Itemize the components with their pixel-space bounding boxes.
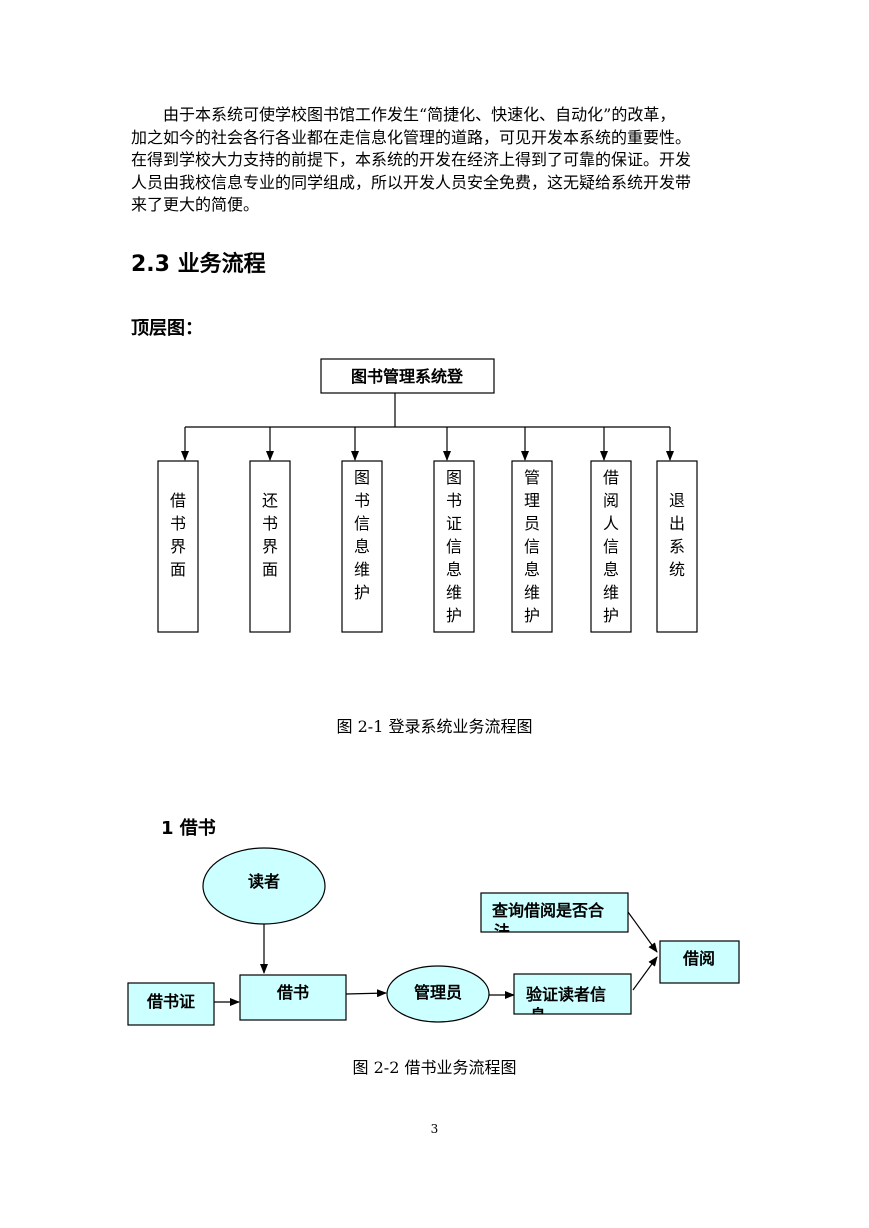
child-box-char: 信 bbox=[446, 537, 462, 556]
lend-node: 借阅 bbox=[659, 940, 740, 984]
top-diagram-label: 顶层图： bbox=[131, 318, 203, 339]
child-box-char: 维 bbox=[524, 583, 540, 602]
admin-node: 管理员 bbox=[386, 965, 490, 1023]
reader-node: 读者 bbox=[202, 847, 326, 925]
child-box-char: 息 bbox=[354, 537, 370, 556]
child-box-char: 理 bbox=[524, 491, 540, 510]
library-card-label: 借书证 bbox=[146, 992, 195, 1011]
child-box-char: 信 bbox=[354, 514, 370, 533]
child-box-char: 信 bbox=[603, 537, 619, 556]
child-box-char: 护 bbox=[603, 606, 619, 625]
intro-paragraph: 由于本系统可使学校图书馆工作发生“简捷化、快速化、自动化”的改革， 加之如今的社… bbox=[131, 104, 751, 217]
child-box-char: 护 bbox=[446, 606, 462, 625]
figure-caption-2-1: 图 2-1 登录系统业务流程图 bbox=[336, 717, 533, 736]
library-card-node: 借书证 bbox=[127, 982, 215, 1026]
child-box-char: 书 bbox=[446, 491, 462, 510]
child-box-char: 维 bbox=[354, 560, 370, 579]
section-heading: 2.3 业务流程 bbox=[131, 252, 266, 277]
child-box-char: 证 bbox=[446, 514, 462, 533]
child-box-char: 阅 bbox=[603, 491, 619, 510]
child-box-char: 借 bbox=[170, 491, 186, 510]
borrow-diagram-label: 1 借书 bbox=[161, 818, 216, 839]
child-box-char: 信 bbox=[524, 537, 540, 556]
figure-caption-2-2: 图 2-2 借书业务流程图 bbox=[352, 1058, 517, 1077]
verify-reader-label: 验证读者信 bbox=[526, 985, 606, 1004]
child-box-char: 界 bbox=[262, 537, 278, 556]
root-box: 图书管理系统登 bbox=[320, 358, 495, 394]
paragraph-line: 来了更大的简便。 bbox=[131, 195, 260, 214]
paragraph-line: 在得到学校大力支持的前提下，本系统的开发在经济上得到了可靠的保证。开发 bbox=[131, 150, 692, 169]
query-legality-label: 查询借阅是否合 bbox=[492, 901, 605, 920]
child-box-char: 出 bbox=[669, 514, 685, 533]
query-legality-node: 查询借阅是否合 法 bbox=[480, 892, 629, 941]
child-box-char: 书 bbox=[354, 491, 370, 510]
child-box-char: 界 bbox=[170, 537, 186, 556]
admin-label: 管理员 bbox=[414, 983, 462, 1002]
reader-label: 读者 bbox=[248, 872, 280, 891]
child-box-char: 统 bbox=[669, 560, 685, 579]
borrow-node: 借书 bbox=[239, 974, 347, 1021]
child-box-char: 书 bbox=[170, 514, 186, 533]
lend-label: 借阅 bbox=[682, 949, 715, 968]
top-level-diagram: 图书管理系统登 借书界面还书界面图书信息维护图书证信息维护管理员信息维护借阅人信… bbox=[157, 358, 698, 633]
child-box-char: 面 bbox=[262, 560, 278, 579]
query-legality-label-cut: 法 bbox=[494, 922, 510, 941]
child-box-char: 维 bbox=[446, 583, 462, 602]
child-box-char: 息 bbox=[446, 560, 462, 579]
child-box-char: 人 bbox=[603, 514, 619, 533]
child-box-char: 借 bbox=[603, 468, 619, 487]
child-box-char: 图 bbox=[446, 468, 462, 487]
verify-reader-label-cut: 息 bbox=[530, 1006, 546, 1025]
root-box-label: 图书管理系统登 bbox=[351, 367, 464, 386]
verify-reader-node: 验证读者信 息 bbox=[513, 973, 632, 1025]
paragraph-line: 由于本系统可使学校图书馆工作发生“简捷化、快速化、自动化”的改革， bbox=[163, 105, 676, 124]
child-box-char: 维 bbox=[603, 583, 619, 602]
child-box-char: 系 bbox=[669, 537, 685, 556]
child-box-char: 息 bbox=[603, 560, 619, 579]
child-box-char: 护 bbox=[354, 583, 370, 602]
paragraph-line: 人员由我校信息专业的同学组成，所以开发人员安全免费，这无疑给系统开发带 bbox=[131, 172, 692, 192]
borrow-flow-diagram: 读者 借书证 借书 管理员 验证读者信 息 查询借阅是否合 法 bbox=[127, 847, 740, 1026]
page-number: 3 bbox=[430, 1122, 439, 1136]
borrow-label: 借书 bbox=[276, 983, 309, 1002]
child-box-char: 图 bbox=[354, 468, 370, 487]
child-box-char: 管 bbox=[524, 468, 540, 487]
child-box-char: 护 bbox=[524, 606, 540, 625]
child-box-char: 退 bbox=[669, 491, 685, 510]
paragraph-line: 加之如今的社会各行各业都在走信息化管理的道路，可见开发本系统的重要性。 bbox=[131, 127, 692, 147]
child-box-char: 还 bbox=[262, 491, 278, 510]
child-box-char: 书 bbox=[262, 514, 278, 533]
child-box-char: 面 bbox=[170, 560, 186, 579]
child-box-char: 息 bbox=[524, 560, 540, 579]
child-box-char: 员 bbox=[524, 514, 540, 533]
